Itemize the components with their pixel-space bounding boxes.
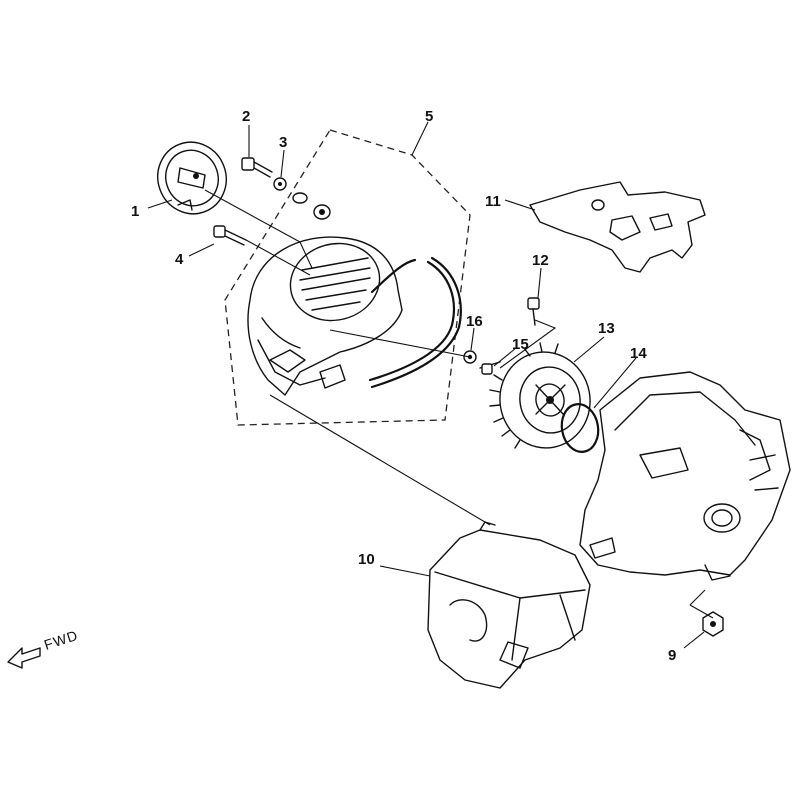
part-1-cover-plate <box>157 141 227 215</box>
arrow-left-icon <box>7 647 41 669</box>
fwd-direction-indicator: FWD <box>7 627 80 669</box>
part-15-bolt <box>479 361 501 375</box>
callout-1: 1 <box>131 203 139 220</box>
part-5-fan-shroud <box>247 236 462 396</box>
callout-3: 3 <box>279 134 287 151</box>
part-9-nut <box>702 611 724 637</box>
fwd-label: FWD <box>42 627 80 653</box>
callout-4: 4 <box>175 251 184 268</box>
callout-11: 11 <box>485 193 501 210</box>
callout-5: 5 <box>425 108 433 125</box>
part-3-washer <box>273 177 287 191</box>
part-14-o-ring <box>560 403 600 453</box>
spacer-parts <box>292 192 331 220</box>
part-10-lower-shroud <box>427 521 591 689</box>
part-12-bolt <box>527 297 540 326</box>
callout-16: 16 <box>466 313 483 330</box>
callout-9: 9 <box>668 647 676 664</box>
callout-12: 12 <box>532 252 549 269</box>
callout-10: 10 <box>358 551 375 568</box>
callout-14: 14 <box>630 345 647 362</box>
callout-2: 2 <box>242 108 250 125</box>
part-2-bolt <box>241 157 273 178</box>
part-13-flywheel-fan <box>489 342 591 449</box>
callout-13: 13 <box>598 320 615 337</box>
callout-labels: 1 2 3 4 5 9 10 11 12 13 14 15 16 <box>131 108 676 664</box>
callout-leaders <box>147 121 705 649</box>
callout-15: 15 <box>512 336 529 353</box>
part-11-gasket-plate <box>529 181 706 273</box>
assembly-guide-lines <box>204 189 714 619</box>
engine-crankcase <box>579 371 791 581</box>
part-4-bolt <box>213 225 247 246</box>
